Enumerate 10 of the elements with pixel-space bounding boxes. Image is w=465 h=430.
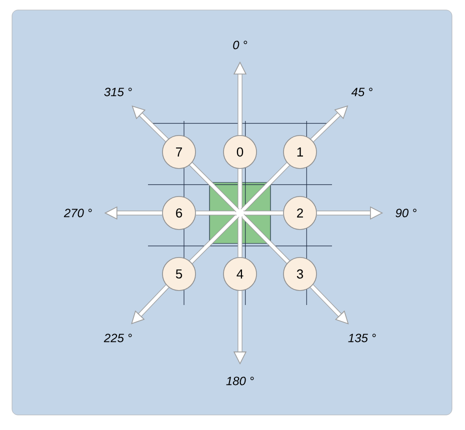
angle-label: 90 ° (396, 208, 416, 218)
angle-label: 180 ° (226, 376, 254, 386)
angle-label: 0 ° (233, 40, 248, 50)
arrow (131, 284, 170, 324)
arrow (310, 284, 349, 324)
angle-label: 315 ° (104, 88, 132, 96)
angle-label: 270 ° (64, 208, 92, 218)
angle-label: 225 ° (104, 334, 132, 342)
angle-label: 135 ° (348, 334, 376, 342)
angle-label: 45 ° (351, 88, 372, 96)
